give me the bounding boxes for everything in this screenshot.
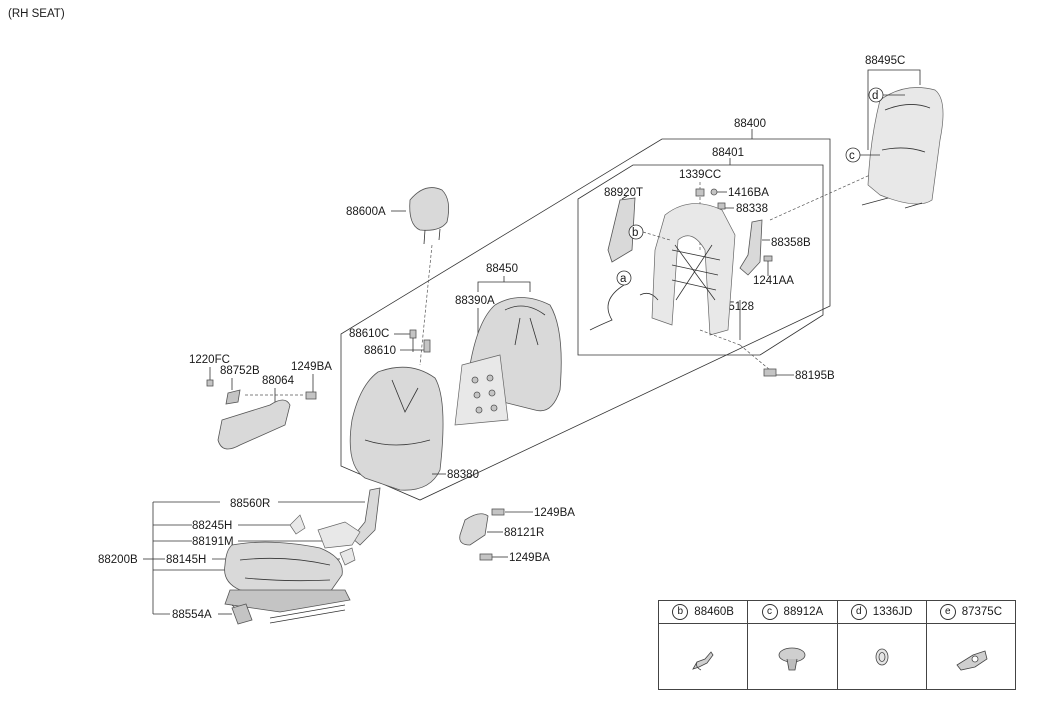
label-1241AA: 1241AA [753,275,794,287]
grommet-icon [875,648,889,665]
legend-cell-c: c 88912A [748,601,838,689]
label-88560R: 88560R [230,498,270,510]
label-1220FC: 1220FC [189,354,230,366]
screw-1249BA-b [491,508,505,516]
rail-bracket-88560R [351,487,381,546]
label-88145H: 88145H [166,554,206,566]
callout-legend-table: b 88460B c 88912A d 1336JD [658,600,1016,690]
rear-panel-88495C [867,87,944,205]
legend-cell-d: d 1336JD [837,601,927,689]
label-1249BA-b: 1249BA [534,507,575,519]
label-88064: 88064 [262,375,295,387]
guide-88610C [409,329,417,339]
headrest-88600A [409,187,450,231]
legend-part-d: 1336JD [872,606,913,618]
legend-part-c: 88912A [783,606,824,618]
legend-letter-c: c [761,604,778,620]
label-88610C: 88610C [349,328,389,340]
side-shield-88064 [217,399,291,450]
label-88195B: 88195B [795,370,835,382]
label-88610: 88610 [364,345,396,357]
label-88752B: 88752B [220,365,260,377]
svg-text:d: d [872,90,878,102]
label-1249BA-a: 1249BA [291,361,332,373]
bolt-1416BA [710,188,718,196]
clip-wire-icon [692,650,714,670]
clip-88145H [339,547,356,566]
bolt-88195B [763,368,777,377]
nut-88338 [717,202,726,210]
legend-cell-b: b 88460B [659,601,749,689]
screw-1249BA-a [305,391,317,400]
legend-letter-b: b [672,604,689,620]
screw-1220FC [206,379,214,387]
side-airbag-88920T [607,197,636,263]
guide-88610 [423,339,431,353]
legend-part-b: 88460B [694,606,734,618]
bracket-clip-icon [956,649,988,670]
label-1249BA-c: 1249BA [509,552,550,564]
push-clip-icon [778,647,806,670]
svg-text:a: a [620,273,627,285]
label-88450: 88450 [486,263,518,275]
label-88338: 88338 [736,203,768,215]
label-88495C: 88495C [865,55,905,67]
cover-88191M [317,521,361,549]
bolt-1241AA [763,255,773,262]
wire-harness [589,284,625,331]
label-88191M: 88191M [192,536,234,548]
lumbar-plate-88390A [454,354,509,426]
screw-1249BA-c [479,553,493,561]
nut-1339CC [695,188,705,197]
bracket-88752B [225,389,241,405]
assembly-88400-outline [340,138,831,501]
label-88600A: 88600A [346,206,386,218]
seat-cushion-88200B [224,541,343,596]
assembly-88401-outline [577,164,824,356]
svg-text:b: b [632,227,638,239]
legend-part-e: 87375C [961,606,1003,618]
seatback-cover-88380 [349,366,444,491]
legend-letter-d: d [850,604,867,620]
label-88390A: 88390A [455,295,495,307]
label-88401: 88401 [712,147,744,159]
label-88400: 88400 [734,118,766,130]
label-88920T: 88920T [604,187,643,199]
legend-cell-e: e 87375C [926,601,1015,689]
side-cover-88121R [459,513,489,546]
label-88121R: 88121R [504,527,544,539]
label-88380: 88380 [447,469,479,481]
label-1339CC: 1339CC [679,169,721,181]
frame-bracket-88358B [739,219,763,276]
label-88358B: 88358B [771,237,811,249]
seat-frame-rails [224,589,351,613]
label-88245H: 88245H [192,520,232,532]
label-88554A: 88554A [172,609,212,621]
label-88200B: 88200B [98,554,138,566]
label-1416BA: 1416BA [728,187,769,199]
diagram-title: (RH SEAT) [8,8,65,20]
switch-88554A [231,603,253,625]
bracket-88245H [289,514,306,535]
legend-letter-e: e [939,604,956,620]
svg-text:c: c [849,150,855,162]
seatback-frame [651,203,736,336]
